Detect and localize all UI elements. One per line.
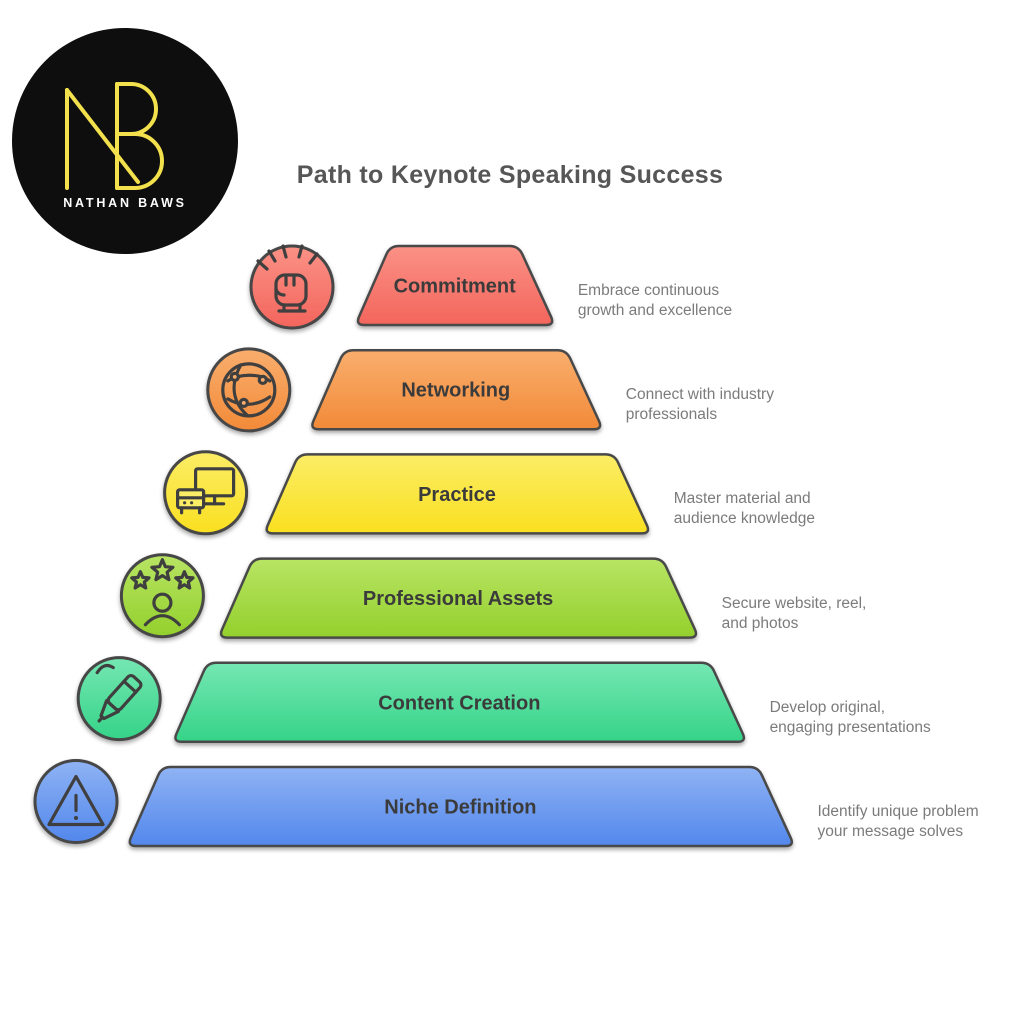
level-icon-badge [206, 347, 292, 433]
pyramid-level-professional-assets [219, 557, 698, 639]
level-label: Niche Definition [384, 797, 536, 819]
pyramid-level-commitment [356, 244, 554, 327]
level-label: Professional Assets [363, 588, 553, 610]
level-icon-badge [76, 656, 162, 742]
pyramid-level-content-creation [174, 661, 746, 744]
warning-triangle-icon [47, 774, 105, 827]
logo-text: NATHAN BAWS [63, 196, 187, 210]
level-label: Practice [418, 484, 496, 506]
presentation-screen-icon [176, 467, 236, 515]
network-globe-icon [221, 362, 277, 418]
level-icon-badge [249, 244, 335, 330]
level-description: Connect with industry professionals [625, 386, 774, 424]
level-description: Identify unique problem your message sol… [817, 803, 979, 840]
pyramid-level-niche-definition [128, 765, 794, 848]
logo [12, 28, 238, 254]
level-icon-badge [163, 450, 249, 536]
logo-monogram-icon [65, 82, 164, 190]
level-label: Networking [401, 380, 510, 402]
level-label: Commitment [394, 276, 517, 298]
level-label: Content Creation [378, 692, 540, 714]
level-description: Embrace continuous growth and excellence [577, 282, 733, 319]
star-person-icon [130, 558, 195, 627]
fist-icon [256, 244, 319, 313]
pyramid-level-networking [311, 348, 602, 431]
pen-icon [95, 663, 143, 723]
logo-circle [12, 28, 238, 254]
level-description: Master material and audience knowledge [673, 490, 816, 528]
page-title: Path to Keynote Speaking Success [296, 161, 724, 189]
pyramid-level-practice [265, 453, 650, 535]
level-description: Secure website, reel, and photos [721, 594, 867, 632]
level-description: Develop original, engaging presentations [769, 698, 931, 736]
